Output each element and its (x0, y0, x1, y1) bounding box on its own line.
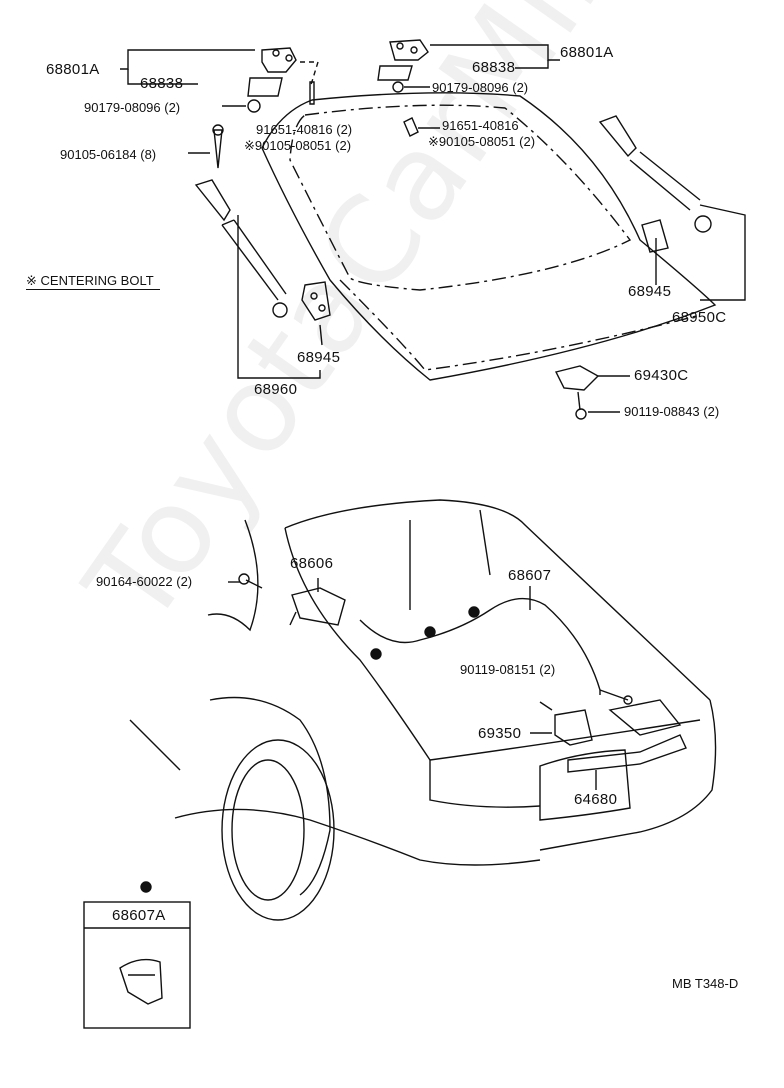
cable-clip (119, 958, 163, 1005)
car-body-rear-window (284, 499, 711, 701)
left-stay-damper (194, 179, 231, 222)
left-hinge (261, 47, 297, 73)
clip-inset-box (83, 901, 191, 1029)
rear-wheel (221, 739, 335, 921)
part-label-90105-08051-left: ※90105-08051 (2) (244, 138, 352, 153)
part-label-68950c: 68950C (672, 309, 727, 326)
part-label-68801a-left: 68801A (46, 61, 100, 78)
part-label-91651-right: 91651-40816 (442, 118, 519, 133)
part-label-90119-08151: 90119-08151 (2) (460, 662, 556, 677)
part-label-90105-08051-right: ※90105-08051 (2) (428, 134, 536, 149)
part-label-68945-right: 68945 (628, 283, 672, 300)
back-door-lower-edge (339, 279, 701, 371)
part-label-68960: 68960 (254, 381, 298, 398)
part-label-69350: 69350 (478, 725, 522, 742)
opener-lever (291, 587, 346, 626)
trunk-line (429, 719, 701, 761)
right-hinge (389, 39, 429, 61)
part-label-68606: 68606 (290, 555, 334, 572)
diagram-code: MB T348-D (672, 976, 739, 991)
back-door-outline (261, 92, 717, 381)
part-label-68607a: 68607A (112, 907, 166, 924)
part-label-68838-right: 68838 (472, 59, 516, 76)
back-door-garnish (567, 734, 687, 773)
part-label-91651-left: 91651-40816 (2) (256, 122, 353, 137)
part-label-90179-right: 90179-08096 (2) (432, 80, 529, 95)
rear-panel (539, 749, 631, 821)
part-label-90179-left: 90179-08096 (2) (84, 100, 181, 115)
part-label-90119-08843: 90119-08843 (2) (624, 404, 720, 419)
opener-cable (359, 597, 601, 691)
right-hinge-plate (377, 65, 413, 81)
back-door-glass (289, 104, 632, 291)
part-label-68838-left: 68838 (140, 75, 184, 92)
left-stay-bracket (301, 281, 331, 321)
centering-bolt-note: ※ CENTERING BOLT (26, 273, 160, 290)
left-hinge-plate (247, 77, 283, 97)
part-label-90105-06184: 90105-06184 (8) (60, 147, 157, 162)
door-striker (554, 365, 600, 391)
part-label-68607: 68607 (508, 567, 552, 584)
right-stay-bracket (641, 219, 669, 253)
part-label-64680: 64680 (574, 791, 618, 808)
part-label-69430c: 69430C (634, 367, 689, 384)
part-label-90164: 90164-60022 (2) (96, 574, 193, 589)
part-label-68945-left: 68945 (297, 349, 341, 366)
right-stay-damper (598, 115, 637, 158)
part-label-68801a-right: 68801A (560, 44, 614, 61)
door-lock (554, 709, 593, 746)
